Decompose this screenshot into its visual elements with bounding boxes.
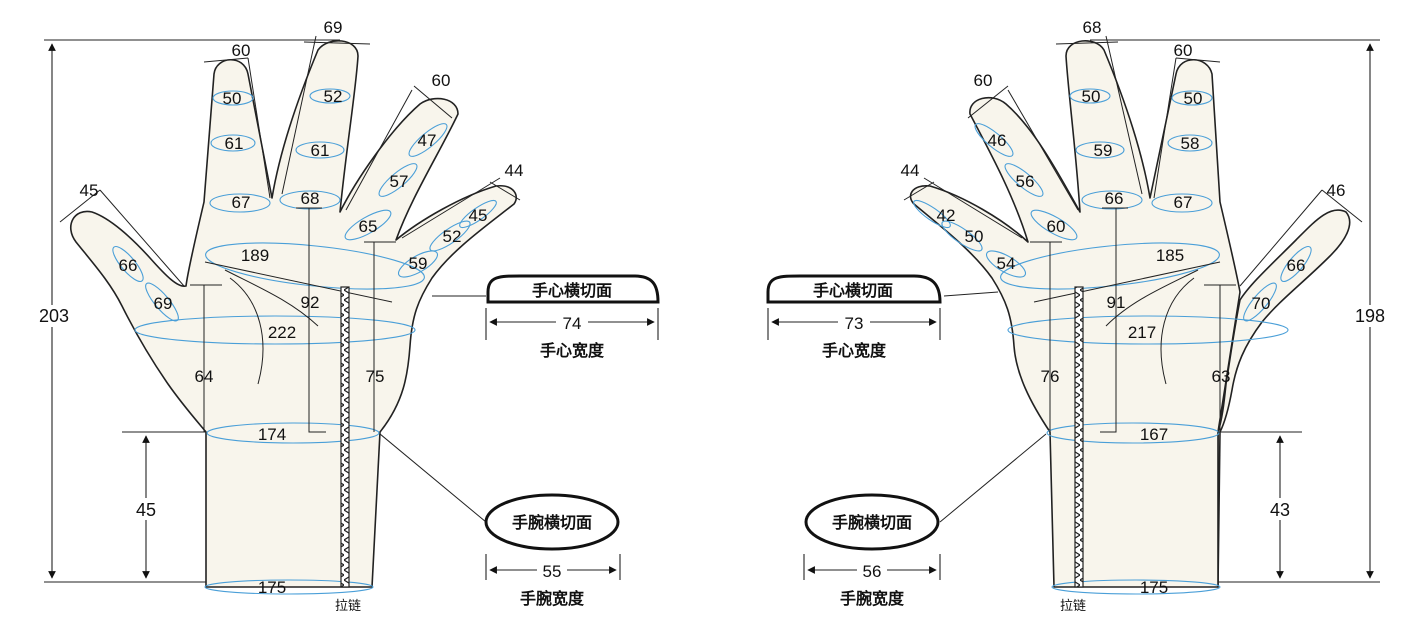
right-rings — [913, 88, 1312, 595]
right-ring-1: 50 — [1184, 89, 1203, 108]
left-glove-outline — [70, 40, 518, 588]
left-index-3: 65 — [359, 217, 378, 236]
right-thumb-tip: 44 — [901, 161, 920, 180]
right-pinky-2: 70 — [1252, 294, 1271, 313]
left-wrist-width-label: 手腕宽度 — [520, 589, 585, 608]
right-middle-1: 50 — [1082, 87, 1101, 106]
right-middle-3: 66 — [1105, 189, 1124, 208]
right-wrist-length: 43 — [1270, 500, 1290, 520]
left-wrist-width: 55 — [543, 562, 562, 581]
left-thumb-2: 52 — [443, 227, 462, 246]
right-wrist-width: 56 — [863, 562, 882, 581]
left-hand: 拉链 203 45 45 66 69 60 50 61 67 69 52 61 … — [36, 18, 660, 614]
right-thumb-2: 50 — [965, 227, 984, 246]
left-wrist-circ: 174 — [258, 425, 286, 444]
right-index-tip: 60 — [974, 71, 993, 90]
right-palm-len-a: 91 — [1107, 293, 1126, 312]
right-ring-2: 58 — [1181, 134, 1200, 153]
right-glove-outline — [1217, 209, 1351, 588]
right-middle-2: 59 — [1094, 141, 1113, 160]
right-palm-section-label: 手心横切面 — [813, 281, 893, 300]
left-total-length-text: 203 — [39, 306, 69, 326]
left-zipper-label: 拉链 — [335, 599, 361, 614]
right-index-1: 46 — [988, 131, 1007, 150]
left-ring-1: 50 — [223, 89, 242, 108]
right-zipper-label: 拉链 — [1060, 599, 1086, 614]
right-thumb-3: 54 — [997, 254, 1016, 273]
left-index-2: 57 — [390, 172, 409, 191]
right-palm-upper: 185 — [1156, 246, 1184, 265]
right-index-3: 60 — [1047, 217, 1066, 236]
left-wrist-length: 45 — [136, 500, 156, 520]
right-thumb-1: 42 — [937, 206, 956, 225]
left-palm-len-b: 64 — [195, 367, 214, 386]
left-palm-section-label: 手心横切面 — [532, 281, 612, 300]
left-thumb-1: 45 — [469, 206, 488, 225]
right-cuff: 175 — [1140, 578, 1168, 597]
left-middle-1: 52 — [324, 87, 343, 106]
right-wrist-circ: 167 — [1140, 425, 1168, 444]
right-palm-section-shape — [766, 274, 942, 304]
left-cuff: 175 — [258, 578, 286, 597]
left-ring-3: 67 — [232, 193, 251, 212]
left-palm-section-shape — [486, 274, 660, 304]
right-wrist-section-shape — [804, 493, 940, 551]
left-ring-tip: 60 — [232, 41, 251, 60]
right-hand: 拉链 198 43 44 42 50 54 60 46 56 60 68 50 … — [766, 18, 1388, 614]
left-index-tip: 60 — [432, 71, 451, 90]
right-index-2: 56 — [1016, 172, 1035, 191]
left-palm-width-label: 手心宽度 — [540, 341, 605, 360]
right-palm-lower: 217 — [1128, 323, 1156, 342]
right-pinky-tip: 46 — [1327, 181, 1346, 200]
left-middle-tip: 69 — [324, 18, 343, 37]
left-pinky-1: 66 — [119, 256, 138, 275]
left-palm-len-a: 92 — [301, 293, 320, 312]
right-palm-len-b: 63 — [1212, 367, 1231, 386]
left-wrist-section-label: 手腕横切面 — [512, 513, 592, 532]
left-palm-len-c: 75 — [366, 367, 385, 386]
right-wrist-section-label: 手腕横切面 — [832, 513, 912, 532]
left-pinky-tip: 45 — [80, 181, 99, 200]
left-palm-width: 74 — [563, 314, 582, 333]
left-palm-upper: 189 — [241, 246, 269, 265]
right-ring-3: 67 — [1174, 193, 1193, 212]
left-ring-2: 61 — [225, 134, 244, 153]
left-middle-2: 61 — [311, 141, 330, 160]
right-middle-tip: 68 — [1083, 18, 1102, 37]
left-thumb-3: 59 — [409, 254, 428, 273]
right-ring-tip: 60 — [1174, 41, 1193, 60]
right-palm-width-label: 手心宽度 — [822, 341, 887, 360]
left-palm-lower: 222 — [268, 323, 296, 342]
left-wrist-section-shape — [484, 493, 620, 551]
right-total-length: 198 — [1355, 306, 1385, 326]
right-wrist-width-label: 手腕宽度 — [840, 589, 905, 608]
left-index-1: 47 — [418, 131, 437, 150]
right-pinky-1: 66 — [1287, 256, 1306, 275]
left-rings — [112, 88, 497, 595]
left-thumb-tip: 44 — [505, 161, 524, 180]
left-middle-3: 68 — [301, 189, 320, 208]
right-palm-width: 73 — [845, 314, 864, 333]
right-palm-len-c: 76 — [1041, 367, 1060, 386]
left-pinky-2: 69 — [154, 294, 173, 313]
